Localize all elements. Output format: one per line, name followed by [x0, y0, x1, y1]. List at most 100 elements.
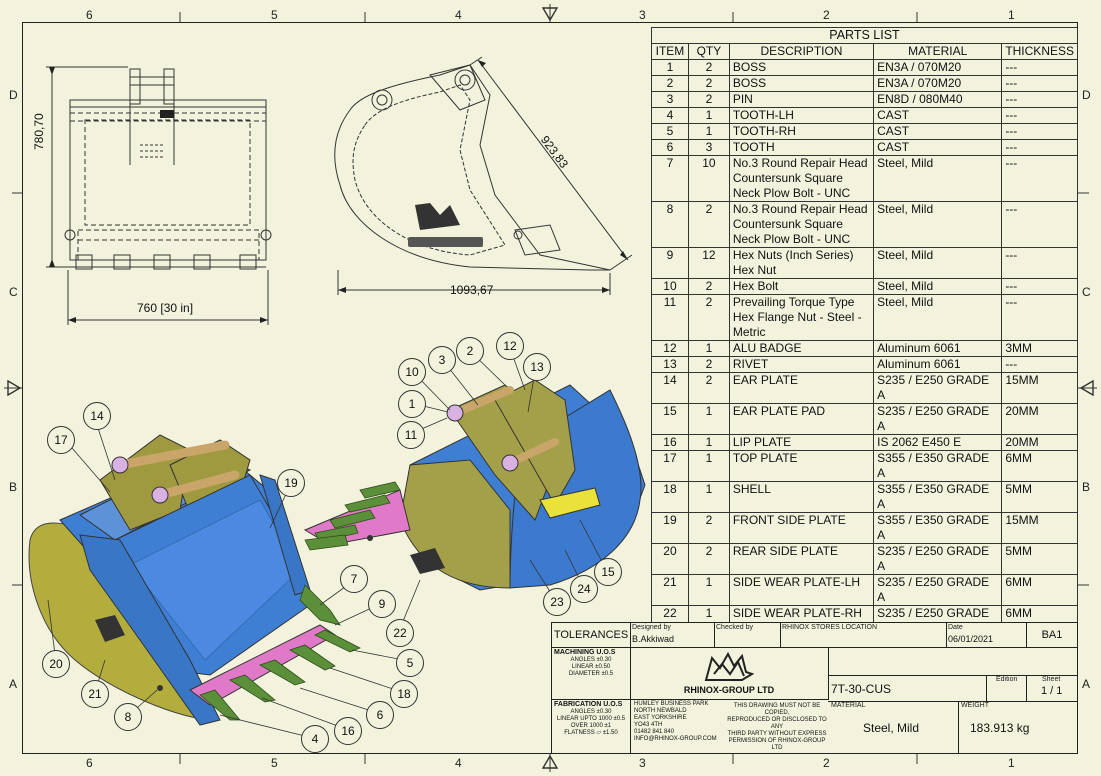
balloon-10: 10 — [398, 358, 426, 386]
cell-description: SHELL — [728, 481, 875, 513]
cell-material: Steel, Mild — [873, 247, 1003, 279]
balloon-11: 11 — [397, 421, 425, 449]
cell-material: S235 / E250 GRADE A — [873, 574, 1003, 606]
sheet-cell: Sheet 1 / 1 — [1026, 675, 1078, 702]
logo-area: RHINOX-GROUP LTD — [630, 647, 829, 700]
checked-by-label: Checked by — [716, 624, 753, 631]
cell-item: 19 — [651, 512, 689, 544]
cell-description: ALU BADGE — [728, 340, 875, 357]
balloon-21: 21 — [81, 680, 109, 708]
zone-top-2: 2 — [823, 8, 830, 22]
material-cell: MATERIAL Steel, Mild — [828, 701, 959, 754]
cell-thickness: --- — [1001, 139, 1078, 156]
cell-item: 13 — [651, 356, 689, 373]
zone-right-D: D — [1082, 88, 1091, 102]
edition-label: Edition — [996, 676, 1018, 683]
side-view-drawing — [334, 56, 633, 295]
cell-thickness: --- — [1001, 107, 1078, 124]
address-line-2: NORTH NEWBALD — [634, 708, 687, 714]
cell-qty: 2 — [687, 543, 730, 575]
iso-view-right — [303, 379, 646, 591]
cell-item: 6 — [651, 139, 689, 156]
zone-bottom-1: 1 — [1008, 756, 1015, 770]
cell-description: RIVET — [728, 356, 875, 373]
cell-thickness: --- — [1001, 356, 1078, 373]
balloon-4: 4 — [301, 725, 329, 753]
balloon-2: 2 — [456, 337, 484, 365]
cell-qty: 2 — [687, 59, 730, 76]
cell-material: EN3A / 070M20 — [873, 75, 1003, 92]
cell-qty: 2 — [687, 356, 730, 373]
cell-thickness: --- — [1001, 294, 1078, 341]
cell-thickness: --- — [1001, 91, 1078, 108]
cell-description: SIDE WEAR PLATE-LH — [728, 574, 875, 606]
cell-qty: 2 — [687, 91, 730, 108]
cell-thickness: --- — [1001, 123, 1078, 140]
title-block: TOLERANCES MACHINING U.O.S ANGLES ±0.30 … — [551, 622, 1078, 754]
cell-description: FRONT SIDE PLATE — [728, 512, 875, 544]
notice-line-4: PERMISSION OF RHINOX-GROUP LTD — [728, 738, 826, 751]
part-number: 7T-30-CUS — [831, 682, 892, 696]
cell-thickness: --- — [1001, 155, 1078, 202]
sheet-label: Sheet — [1042, 676, 1061, 683]
machining-title: MACHINING U.O.S — [554, 649, 616, 656]
cell-description: REAR SIDE PLATE — [728, 543, 875, 575]
cell-qty: 12 — [687, 247, 730, 279]
cell-item: 9 — [651, 247, 689, 279]
cell-thickness: --- — [1001, 201, 1078, 248]
balloon-7: 7 — [340, 565, 368, 593]
cell-item: 12 — [651, 340, 689, 357]
balloon-9: 9 — [368, 590, 396, 618]
balloon-3: 3 — [428, 346, 456, 374]
cell-thickness: 5MM — [1001, 543, 1078, 575]
cell-material: S355 / E350 GRADE A — [873, 512, 1003, 544]
cell-qty: 2 — [687, 294, 730, 341]
machining-line-2: LINEAR ±0.50 — [571, 664, 611, 670]
sheet-size: BA1 — [1026, 623, 1078, 648]
cell-material: CAST — [873, 107, 1003, 124]
cell-description: Hex Bolt — [728, 278, 875, 295]
address-line-5: 01482 841 840 — [634, 729, 675, 735]
material-label: MATERIAL — [831, 702, 866, 709]
cell-material: EN8D / 080M40 — [873, 91, 1003, 108]
notice-line-2: REPRODUCED OR DISCLOSED TO ANY — [727, 717, 827, 730]
balloon-6: 6 — [366, 701, 394, 729]
cell-thickness: --- — [1001, 75, 1078, 92]
cell-thickness: 15MM — [1001, 512, 1078, 544]
iso-view-left — [28, 434, 361, 726]
weight-value: 183.913 kg — [970, 721, 1030, 735]
cell-thickness: 15MM — [1001, 372, 1078, 404]
company-name: RHINOX-GROUP LTD — [683, 685, 775, 695]
zone-left-A: A — [9, 677, 18, 691]
cell-qty: 1 — [687, 434, 730, 451]
cell-description: Prevailing Torque Type Hex Flange Nut - … — [728, 294, 875, 341]
weight-label: WEIGHT — [961, 702, 989, 709]
zone-top-6: 6 — [86, 8, 93, 22]
location-cell: RHINOX STORES LOCATION — [780, 623, 947, 648]
cell-description: BOSS — [728, 59, 875, 76]
notice-line-3: THIRD PARTY WITHOUT EXPRESS — [727, 731, 827, 737]
designed-by-label: Designed by — [632, 624, 671, 631]
notice-block: THIS DRAWING MUST NOT BE COPIED, REPRODU… — [727, 703, 827, 752]
address-line-1: HUMLEY BUSINESS PARK — [634, 701, 709, 707]
cell-item: 1 — [651, 59, 689, 76]
zone-left-C: C — [9, 285, 18, 299]
cell-material: S355 / E350 GRADE A — [873, 481, 1003, 513]
date-value: 06/01/2021 — [948, 634, 994, 644]
cell-item: 7 — [651, 155, 689, 202]
cell-description: BOSS — [728, 75, 875, 92]
cell-item: 11 — [651, 294, 689, 341]
zone-bottom-2: 2 — [823, 756, 830, 770]
cell-item: 8 — [651, 201, 689, 248]
cell-qty: 3 — [687, 139, 730, 156]
designed-by-cell: Designed by B.Akkiwad — [630, 623, 715, 648]
